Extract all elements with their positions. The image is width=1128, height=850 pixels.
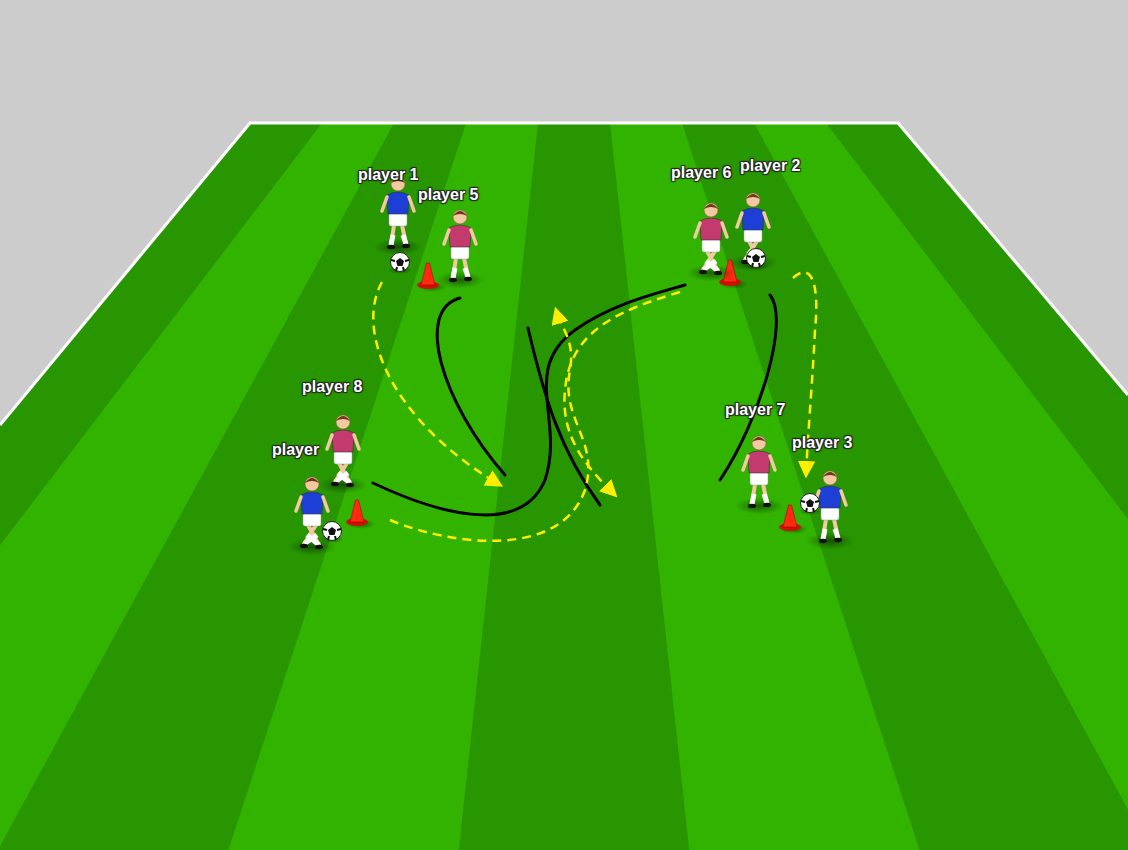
grass-stripe bbox=[580, 0, 1128, 850]
player-label: player 7 bbox=[725, 401, 785, 419]
player-figure bbox=[382, 177, 414, 249]
shadow bbox=[729, 255, 777, 272]
grass-stripe bbox=[459, 0, 689, 850]
shadow bbox=[735, 498, 783, 515]
soccer-ball bbox=[747, 249, 766, 268]
player-label: player 2 bbox=[740, 157, 800, 175]
cone-marker bbox=[779, 505, 801, 531]
player-figure bbox=[695, 203, 727, 275]
player-label: player 5 bbox=[418, 186, 478, 204]
soccer-ball bbox=[801, 494, 820, 513]
player-figure bbox=[743, 436, 775, 508]
player-figure bbox=[444, 210, 476, 282]
player-label: player 8 bbox=[302, 378, 362, 396]
soccer-ball bbox=[391, 253, 410, 272]
shadow bbox=[806, 533, 854, 550]
shadow bbox=[436, 272, 484, 289]
player-label: player bbox=[272, 441, 319, 459]
player-label: player 1 bbox=[358, 166, 418, 184]
cone-marker bbox=[417, 263, 439, 289]
cone-marker bbox=[346, 500, 368, 526]
player-label: player 3 bbox=[792, 434, 852, 452]
player-label: player 6 bbox=[671, 164, 731, 182]
soccer-ball bbox=[323, 522, 342, 541]
player-figure bbox=[327, 415, 359, 487]
